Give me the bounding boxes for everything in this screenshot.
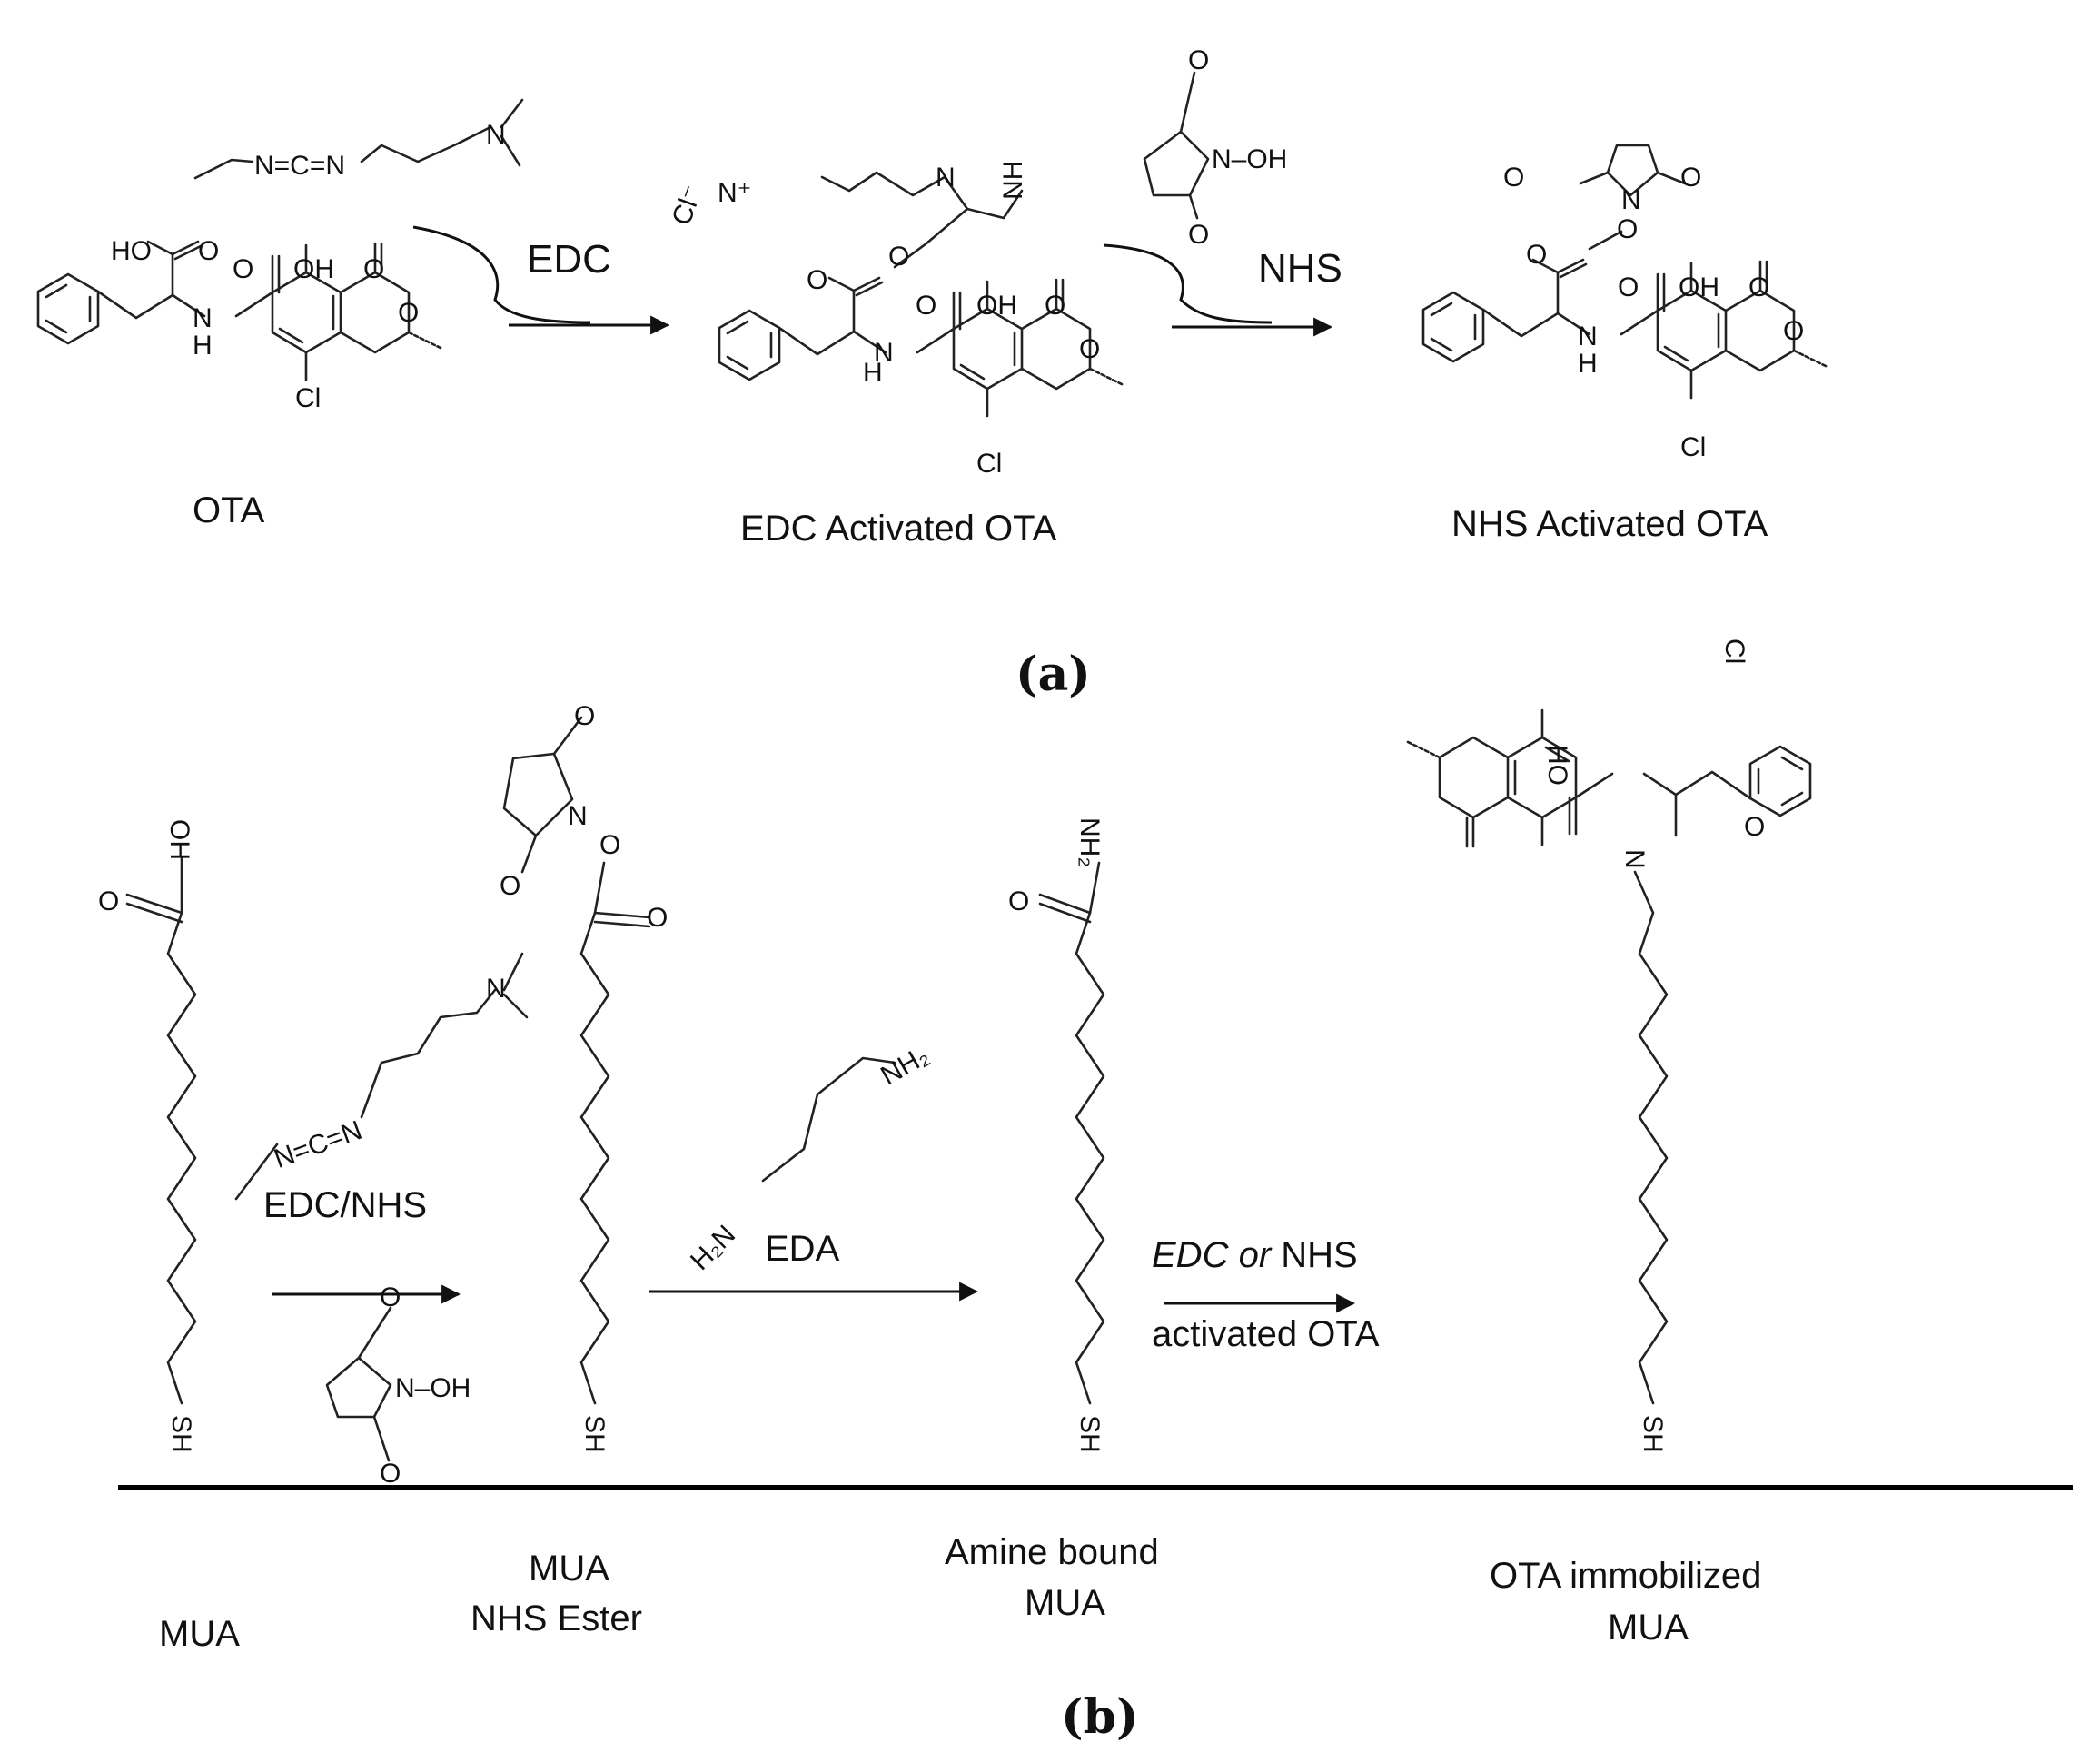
- edc-curved-arrow: [412, 225, 591, 324]
- panel-b: O OH SH MUA N=C=N N EDC/NHS O N–OH O: [98, 638, 2073, 1745]
- ota-structure: [36, 240, 444, 381]
- mua-nhs-link-o-atom: O: [599, 830, 620, 860]
- edc-small-n-atom: N: [486, 974, 506, 1004]
- ota-immobilized-chain: [1633, 870, 1669, 1405]
- panel-a: HO O N H O OH O O Cl OTA N=C=N N EDC: [36, 45, 1829, 702]
- nhs-act-ester-o-atom: O: [1526, 240, 1547, 270]
- edc-small-carbodiimide-atom: N=C=N: [271, 1115, 366, 1174]
- nhs-act-o-link-atom: O: [1617, 214, 1638, 244]
- nhs-act-n-amide-atom: N: [1578, 322, 1598, 351]
- mua-nhs-label-line2: NHS Ester: [471, 1599, 642, 1638]
- edc-n-atom: N: [486, 120, 506, 150]
- panel-b-caption: (b): [1061, 1689, 1139, 1745]
- mua-nhs-top-o-atom: O: [574, 701, 595, 731]
- nhs-reagent-structure: [1143, 71, 1210, 220]
- edc-act-n-amide-atom: N: [874, 338, 894, 368]
- nhs-act-n-atom: N: [1621, 185, 1641, 215]
- imm-ho-atom: HO: [1542, 745, 1572, 786]
- eda-nh2-atom: NH₂: [876, 1040, 934, 1091]
- edc-act-cl-minus-atom: Cl⁻: [667, 182, 708, 230]
- nhs-small-structure: [325, 1306, 392, 1462]
- edc-act-ring-o-atom: O: [1079, 334, 1100, 364]
- panel-a-caption: (a): [1015, 647, 1091, 702]
- imm-n-atom: N: [1620, 849, 1649, 869]
- edc-act-n-plus-atom: N⁺: [718, 178, 752, 208]
- ota-h-atom: H: [193, 331, 213, 361]
- mua-o-atom: O: [98, 886, 119, 916]
- nhs-act-ring-o-atom: O: [1783, 316, 1804, 346]
- nhs-n-oh-atom: N–OH: [1212, 144, 1287, 174]
- mua-chain: [166, 911, 197, 1405]
- nhs-activated-ota-label: NHS Activated OTA: [1451, 504, 1768, 544]
- nhs-act-amide-o-atom: O: [1618, 272, 1639, 302]
- eda-h2n-atom: H₂N: [685, 1220, 741, 1276]
- nhs-activated-ota-structure: [1421, 144, 1829, 400]
- mua-label: MUA: [159, 1614, 240, 1654]
- step3-reagent-line1: EDC or NHS: [1152, 1235, 1358, 1275]
- nhs-act-h-atom: H: [1578, 349, 1598, 379]
- mua-nhs-sh-atom: SH: [579, 1415, 609, 1453]
- imm-cl-atom: Cl: [1719, 638, 1749, 664]
- edc-small-structure: [234, 952, 529, 1201]
- edc-act-amide-o-atom: O: [916, 291, 936, 321]
- nhs-act-oh-atom: OH: [1679, 272, 1719, 302]
- nhs-act-o-right-atom: O: [1680, 163, 1701, 193]
- nhs-reagent-label: NHS: [1258, 246, 1342, 291]
- nhs-top-o-atom: O: [1188, 45, 1209, 75]
- ota-n-atom: N: [193, 303, 213, 333]
- edc-act-nh-atom: NH: [998, 161, 1028, 200]
- ota-imm-label-line2: MUA: [1608, 1608, 1689, 1648]
- ota-imm-label-line1: OTA immobilized: [1490, 1556, 1761, 1596]
- edc-act-oh-atom: OH: [976, 291, 1017, 321]
- ota-o-atom: O: [198, 236, 219, 266]
- ota-oh-atom: OH: [293, 254, 334, 284]
- ota-amide-o-atom: O: [233, 254, 253, 284]
- edc-act-n-atom: N: [936, 163, 956, 193]
- amine-o-atom: O: [1008, 886, 1029, 916]
- imm-sh-atom: SH: [1638, 1415, 1668, 1453]
- amine-chain: [1075, 911, 1105, 1405]
- nhs-curved-arrow: [1103, 243, 1273, 324]
- amine-nh2-atom: NH₂: [1075, 817, 1104, 867]
- mua-sh-atom: SH: [166, 1415, 196, 1453]
- nhs-act-cl-atom: Cl: [1680, 432, 1706, 462]
- ota-ring-o-atom: O: [398, 298, 419, 328]
- imm-o-atom: O: [1744, 812, 1765, 842]
- mua-nhs-left-o-atom: O: [500, 871, 520, 901]
- edc-carbodiimide-atom: N=C=N: [254, 151, 345, 181]
- amine-label-line2: MUA: [1025, 1583, 1105, 1623]
- edc-activated-ota-label: EDC Activated OTA: [740, 509, 1057, 549]
- nhs-small-bottom-o-atom: O: [380, 1459, 401, 1489]
- mua-nhs-n-atom: N: [568, 801, 588, 831]
- mua-oh-atom: OH: [164, 819, 194, 860]
- eda-reagent-label: EDA: [765, 1229, 840, 1269]
- mua-nhs-carbonyl-o-atom: O: [647, 903, 668, 933]
- nhs-bottom-o-atom: O: [1188, 220, 1209, 250]
- mua-nhs-label-line1: MUA: [529, 1549, 609, 1589]
- edc-act-cl-atom: Cl: [976, 449, 1002, 479]
- nhs-act-o-left-atom: O: [1503, 163, 1524, 193]
- edc-reagent-structure: [193, 98, 524, 180]
- edc-act-o-atom: O: [807, 265, 827, 295]
- eda-structure: [761, 1056, 896, 1183]
- edc-reagent-label: EDC: [527, 237, 611, 282]
- edc-act-h-atom: H: [863, 358, 883, 388]
- edc-act-ester-o-atom: O: [888, 242, 909, 272]
- edc-act-lactone-o-atom: O: [1045, 291, 1065, 321]
- nhs-small-top-o-atom: O: [380, 1282, 401, 1312]
- edc-activated-ota-structure: [718, 171, 1125, 418]
- ota-cl-atom: Cl: [295, 383, 321, 413]
- amine-label-line1: Amine bound: [945, 1532, 1159, 1572]
- step3-reagent-line2: activated OTA: [1152, 1314, 1380, 1354]
- nhs-act-lactone-o-atom: O: [1748, 272, 1769, 302]
- mua-nhs-chain: [579, 911, 610, 1405]
- amine-sh-atom: SH: [1075, 1415, 1104, 1453]
- edc-nhs-reagent-label: EDC/NHS: [263, 1185, 427, 1225]
- ota-label: OTA: [193, 490, 265, 530]
- ota-lactone-o-atom: O: [363, 254, 384, 284]
- nhs-small-n-oh-atom: N–OH: [395, 1373, 471, 1403]
- ota-ho-atom: HO: [111, 236, 152, 266]
